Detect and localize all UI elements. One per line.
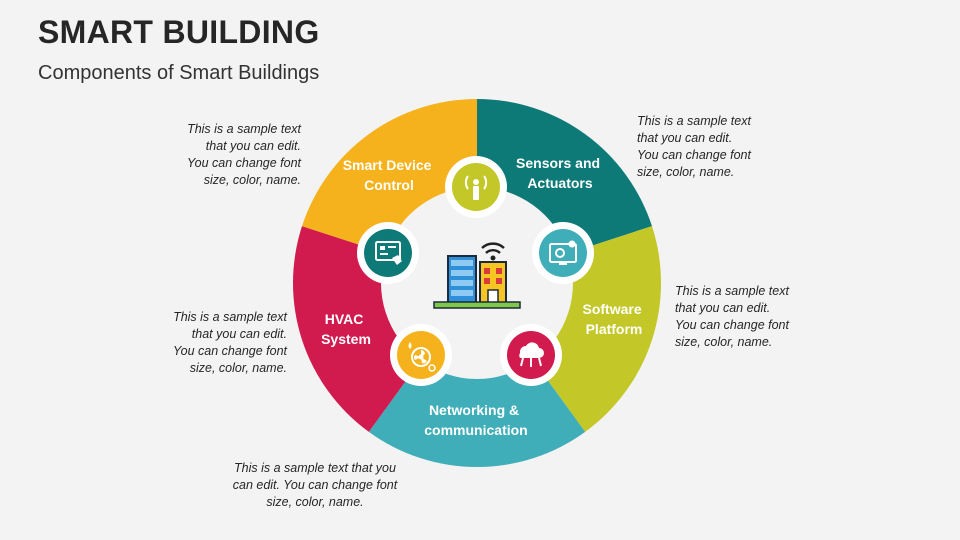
- page-title: SMART BUILDING: [38, 14, 320, 50]
- label-networking-communication: Networking & communication: [424, 402, 527, 438]
- segment-software-platform: [368, 360, 586, 467]
- label-sensors-actuators: Sensors and Actuators: [516, 155, 604, 191]
- label-smart-device-control: Smart Device Control: [343, 157, 436, 193]
- note-hvac-system: This is a sample text that you can edit.…: [173, 310, 287, 375]
- segment-networking-communication: [292, 226, 421, 432]
- note-smart-device-control: This is a sample text that you can edit.…: [187, 122, 301, 187]
- label-software-platform: Software Platform: [582, 301, 645, 337]
- segment-sensors-actuators: [533, 226, 661, 432]
- antenna-sensor-icon: [445, 156, 507, 218]
- fan-hvac-icon: [390, 324, 452, 386]
- touch-control-icon: [357, 222, 419, 284]
- note-software-platform: This is a sample text that you can edit.…: [675, 284, 789, 349]
- note-networking-communication: This is a sample text that you can edit.…: [232, 461, 398, 509]
- page-subtitle: Components of Smart Buildings: [38, 62, 320, 84]
- segment-hvac-system: [302, 99, 477, 254]
- cloud-network-icon: [500, 324, 562, 386]
- segment-smart-device-control: [477, 99, 652, 254]
- label-hvac-system: HVAC System: [321, 311, 371, 347]
- smart-building-icon: [433, 242, 521, 309]
- monitor-settings-icon: [532, 222, 594, 284]
- note-sensors-actuators: This is a sample text that you can edit.…: [637, 114, 751, 179]
